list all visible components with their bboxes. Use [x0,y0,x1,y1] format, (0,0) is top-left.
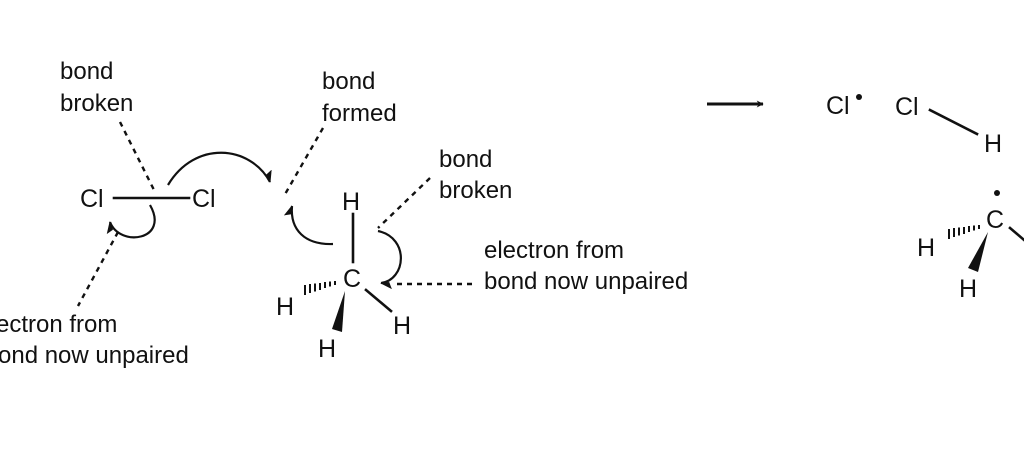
label-electron-cl: ectron from ond now unpaired [0,231,189,369]
atom-h-right: H [393,312,411,340]
label-line-1: ectron from [0,311,117,338]
leader-dashed-line [76,231,120,307]
label-bond-broken-cl: bond broken [60,58,157,193]
atom-h-bottom: H [318,335,336,363]
hydrogen-chloride: Cl H [895,93,1002,158]
atom-h-top: H [342,188,360,216]
label-line-2: bond now unpaired [484,268,688,295]
atom-cl-radical: Cl [826,92,850,120]
wedge-bond-bottom [968,232,988,272]
leader-dashed-line [282,127,325,197]
fishhook-arrow-cl-to-cl [167,151,272,186]
methyl-radical: C H H [917,190,1024,303]
atom-h-left: H [276,293,294,321]
label-bond-formed: bond formed [282,68,397,197]
label-electron-ch: electron from bond now unpaired [392,237,688,295]
atom-h-bottom: H [959,275,977,303]
chlorine-radical: Cl [826,92,862,120]
label-line-1: electron from [484,237,624,264]
atom-cl-hcl: Cl [895,93,919,121]
label-line-2: ond now unpaired [0,342,189,369]
chlorine-molecule: Cl Cl [80,185,216,213]
label-line-1: bond [60,58,113,85]
atom-c-methyl: C [986,206,1004,234]
c-h-bond-right [364,288,393,313]
leader-dashed-line [118,121,157,193]
fishhook-arrow-cl-bond-left [106,204,156,239]
label-line-1: bond [439,146,492,173]
atom-c-center: C [343,265,361,293]
atom-cl-left: Cl [80,185,104,213]
leader-dashed-line [377,177,431,229]
radical-dot [994,190,1000,196]
atom-cl-right: Cl [192,185,216,213]
hashed-bond-left [304,281,336,295]
hashed-bond-left [948,225,980,239]
label-line-2: formed [322,100,397,127]
methane-molecule: H C H H H [276,188,411,363]
label-line-2: broken [439,177,512,204]
label-bond-broken-ch: bond broken [377,146,512,229]
fishhook-arrow-h-forming [283,205,334,246]
radical-dot [856,94,862,100]
atom-h-hcl: H [984,130,1002,158]
wedge-bond-bottom [332,291,345,332]
atom-h-left: H [917,234,935,262]
label-line-1: bond [322,68,375,95]
h-cl-bond [928,108,979,136]
c-h-bond-right-clipped [1008,226,1024,242]
label-line-2: broken [60,90,133,117]
fishhook-arrow-ch-bond [377,229,402,290]
